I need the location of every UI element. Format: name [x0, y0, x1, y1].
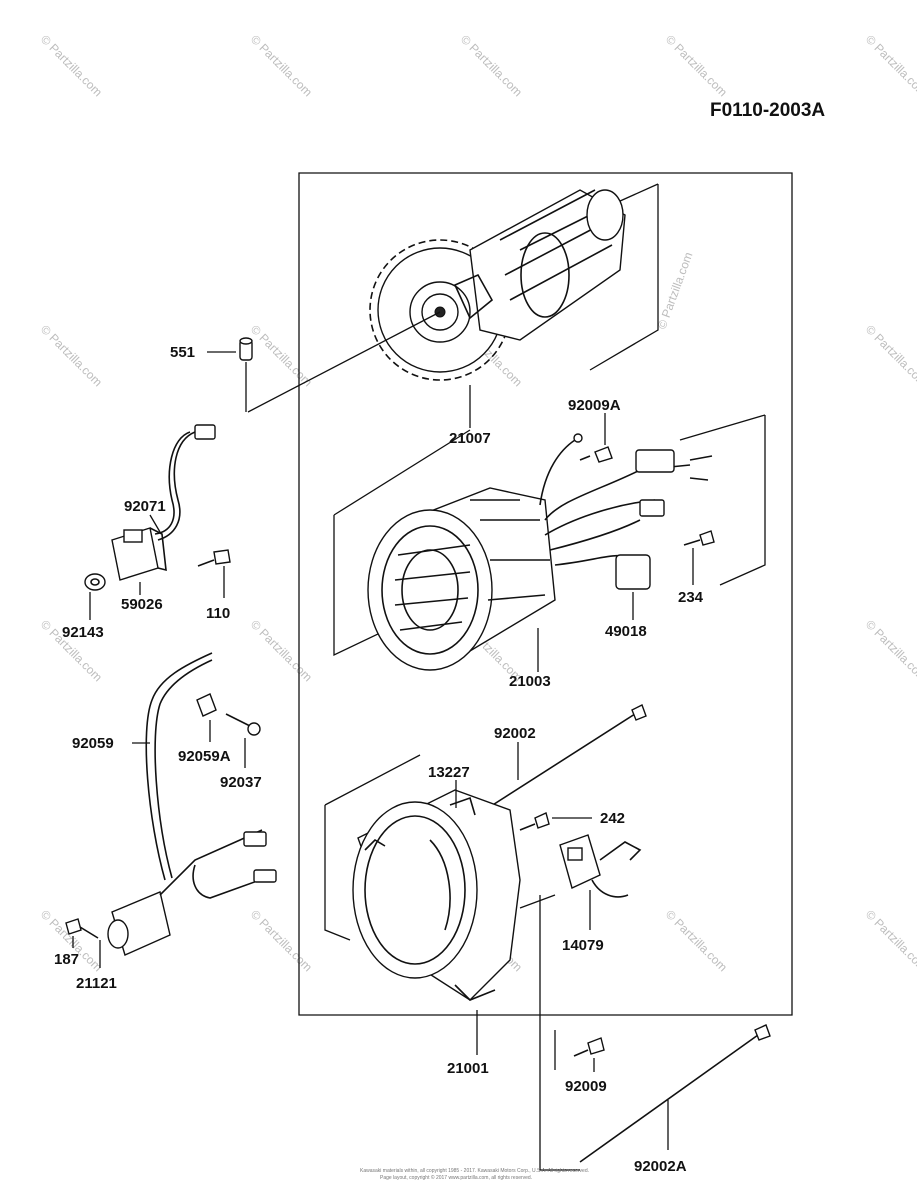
part-label-92009: 92009	[565, 1078, 607, 1095]
watermark: © Partzilla.com	[663, 907, 730, 974]
screw-92009	[554, 1030, 605, 1072]
part-label-21007: 21007	[449, 430, 491, 447]
grommet-92143	[84, 573, 106, 620]
part-label-92059A: 92059A	[178, 748, 231, 765]
cap-92059A	[196, 693, 217, 742]
watermark: © Partzilla.com	[863, 617, 917, 684]
watermark: © Partzilla.com	[248, 907, 315, 974]
bolt-92002A	[539, 895, 771, 1171]
bolt-110	[197, 549, 231, 598]
screw-242	[519, 812, 592, 831]
part-label-234: 234	[678, 589, 704, 606]
watermark: © Partzilla.com	[248, 617, 315, 684]
watermark: © Partzilla.com	[863, 322, 917, 389]
regulator-59026	[111, 527, 167, 595]
watermark: © Partzilla.com	[663, 32, 730, 99]
terminal-92037	[225, 713, 261, 768]
part-label-92071: 92071	[124, 498, 166, 515]
watermark: © Partzilla.com	[38, 32, 105, 99]
part-label-92059: 92059	[72, 735, 114, 752]
watermark: © Partzilla.com	[863, 907, 917, 974]
watermark: © Partzilla.com	[248, 32, 315, 99]
part-label-92143: 92143	[62, 624, 104, 641]
part-label-92037: 92037	[220, 774, 262, 791]
part-label-551: 551	[170, 344, 195, 361]
connector-92071	[149, 424, 216, 541]
part-label-49018: 49018	[605, 623, 647, 640]
pin-551	[207, 337, 253, 412]
brush-holder-14079	[559, 834, 642, 930]
copyright-line-1: Kawasaki materials within, all copyright…	[360, 1168, 589, 1174]
part-label-110: 110	[206, 605, 230, 622]
assembly-frame	[298, 172, 793, 1016]
part-label-14079: 14079	[562, 937, 604, 954]
screw-92009A	[579, 413, 613, 463]
part-label-187: 187	[54, 951, 79, 968]
part-label-92009A: 92009A	[568, 397, 621, 414]
bolt-187	[65, 918, 99, 948]
part-label-21121: 21121	[76, 975, 117, 992]
tube-92059	[132, 652, 213, 881]
watermark: © Partzilla.com	[248, 322, 315, 389]
watermark: © Partzilla.com	[655, 250, 696, 331]
screw-234	[683, 530, 715, 585]
watermark: © Partzilla.com	[38, 322, 105, 389]
rotor-21007	[247, 183, 659, 413]
watermark: © Partzilla.com	[458, 32, 525, 99]
part-label-242: 242	[600, 810, 625, 827]
part-label-92002: 92002	[494, 725, 536, 742]
housing-21001	[324, 754, 556, 1055]
copyright-line-2: Page layout, copyright © 2017 www.partzi…	[380, 1174, 532, 1181]
part-label-21001: 21001	[447, 1060, 489, 1077]
part-label-59026: 59026	[121, 596, 163, 613]
coil-21121	[99, 829, 277, 968]
bolt-92002	[487, 704, 647, 809]
part-label-21003: 21003	[509, 673, 551, 690]
stator-21003	[333, 414, 766, 671]
part-label-92002A: 92002A	[634, 1158, 687, 1175]
watermark: © Partzilla.com	[863, 32, 917, 99]
figure-code: F0110-2003A	[710, 100, 825, 121]
part-label-13227: 13227	[428, 764, 470, 781]
